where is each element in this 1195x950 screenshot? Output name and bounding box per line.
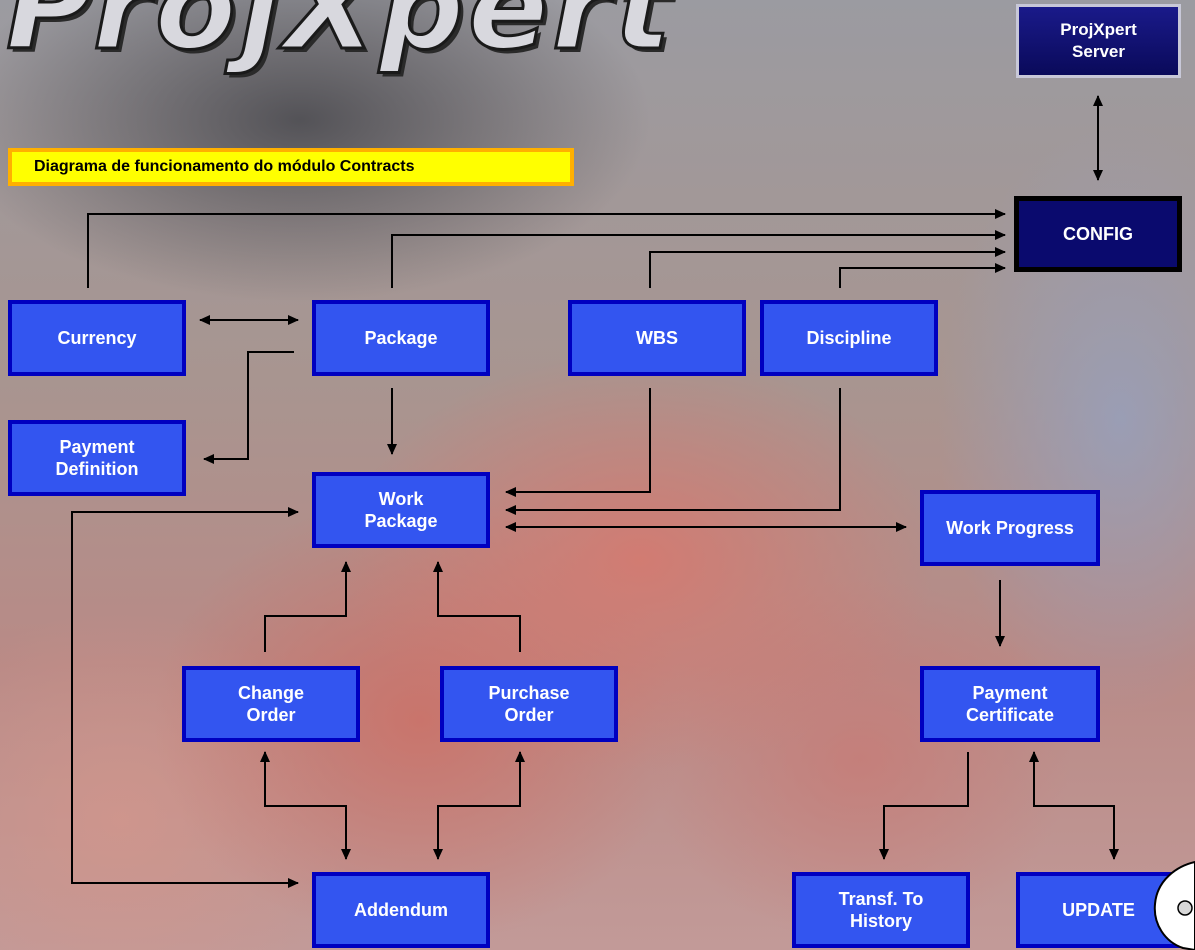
node-update: UPDATE [1016, 872, 1181, 948]
node-label: Payment Definition [55, 437, 139, 479]
diagram-title: Diagrama de funcionamento do módulo Cont… [34, 158, 415, 175]
node-label: Payment Certificate [965, 683, 1055, 725]
node-label: CONFIG [1063, 224, 1133, 244]
diagram-title-banner: Diagrama de funcionamento do módulo Cont… [8, 148, 574, 186]
arrow-wbs-config [649, 247, 1006, 288]
node-label: Change Order [237, 683, 304, 725]
node-label: Work Progress [946, 518, 1074, 538]
node-label: ProjXpert Server [1060, 20, 1137, 61]
arrow-purchaseorder-addendum [433, 751, 525, 860]
arrow-paymentcert-transf [879, 752, 969, 860]
node-label: Package [364, 328, 438, 348]
node-payment-definition: Payment Definition [8, 420, 186, 496]
arrow-package-paymentdef [203, 351, 294, 464]
node-label: UPDATE [1062, 900, 1135, 920]
node-wbs: WBS [568, 300, 746, 376]
arrow-wbs-workpackage [505, 388, 651, 497]
hand-cursor-icon [1153, 860, 1195, 950]
node-label: Purchase Order [488, 683, 570, 725]
node-projxpert-server: ProjXpert Server [1016, 4, 1181, 78]
node-change-order: Change Order [182, 666, 360, 742]
node-payment-certificate: Payment Certificate [920, 666, 1100, 742]
node-config: CONFIG [1014, 196, 1182, 272]
node-label: WBS [636, 328, 678, 348]
arrow-package-config [391, 230, 1006, 288]
node-addendum: Addendum [312, 872, 490, 948]
node-currency: Currency [8, 300, 186, 376]
node-work-progress: Work Progress [920, 490, 1100, 566]
arrow-changeorder-addendum [260, 751, 351, 860]
node-discipline: Discipline [760, 300, 938, 376]
arrow-changeorder-workpackage [264, 561, 351, 652]
arrow-discipline-config [839, 263, 1006, 288]
arrow-currency-config [87, 209, 1006, 288]
node-label: Addendum [354, 900, 448, 920]
node-transf-to-history: Transf. To History [792, 872, 970, 948]
projxpert-logo: ProjXpert [5, 0, 675, 78]
arrow-paymentcert-update [1029, 751, 1119, 860]
node-label: Transf. To History [838, 889, 924, 931]
node-label: Work Package [364, 489, 438, 531]
node-work-package: Work Package [312, 472, 490, 548]
node-purchase-order: Purchase Order [440, 666, 618, 742]
node-label: Discipline [806, 328, 892, 348]
node-label: Currency [57, 328, 137, 348]
node-package: Package [312, 300, 490, 376]
arrow-purchaseorder-workpackage [433, 561, 521, 652]
arrow-discipline-workpackage [505, 388, 841, 515]
arrow-addendum-loop [71, 507, 299, 888]
